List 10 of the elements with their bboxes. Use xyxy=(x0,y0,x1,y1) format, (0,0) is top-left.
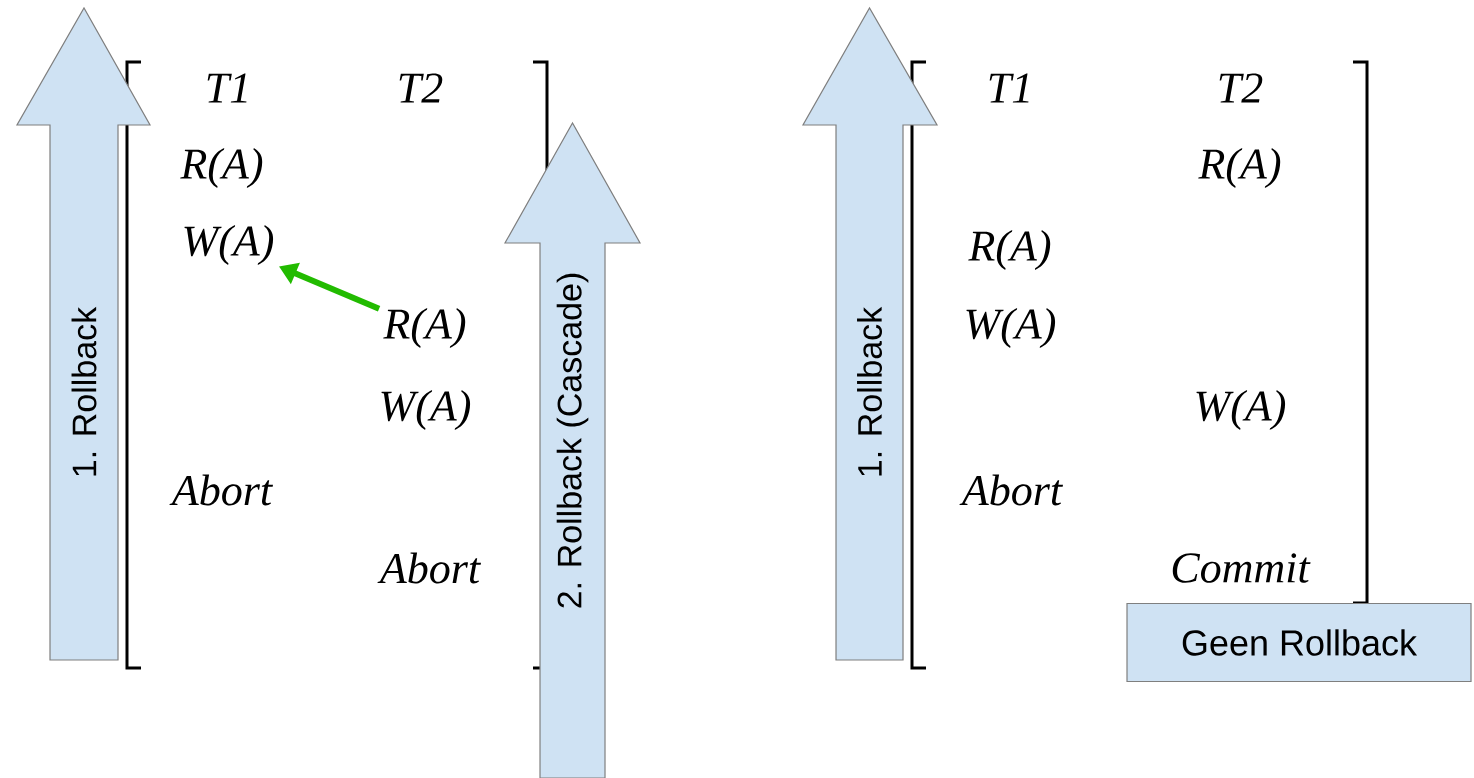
note-box: Geen Rollback xyxy=(1126,602,1472,683)
schedule-entry: T2 xyxy=(1219,73,1263,103)
schedule-entry: T1 xyxy=(989,73,1029,103)
schedule-entry: T2 xyxy=(399,73,443,103)
schedule-entry: T1 xyxy=(207,73,247,103)
schedule-entry: R(A) xyxy=(1198,148,1281,188)
schedule-entry: W(A) xyxy=(184,225,274,265)
schedule-entry: Abort xyxy=(959,474,1063,506)
schedule-entry: R(A) xyxy=(383,308,466,348)
schedule-entry: W(A) xyxy=(1196,390,1286,430)
